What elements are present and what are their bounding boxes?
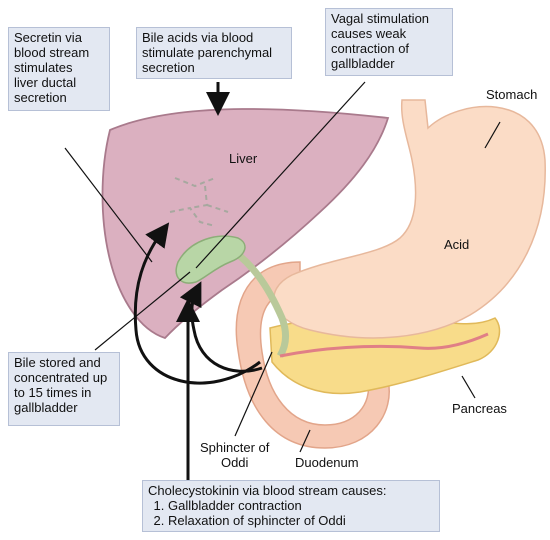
cck-step: Relaxation of sphincter of Oddi: [168, 513, 434, 528]
duodenum-label: Duodenum: [295, 455, 359, 470]
sphincter-label: Sphincter of Oddi: [200, 440, 269, 470]
vagal-callout: Vagal stimulation causes weak contractio…: [325, 8, 453, 76]
acid-label: Acid: [444, 237, 469, 252]
pancreas-label: Pancreas: [452, 401, 507, 416]
cck-step: Gallbladder contraction: [168, 498, 434, 513]
cck-title: Cholecystokinin via blood stream causes:: [148, 483, 434, 498]
bile-acids-callout: Bile acids via blood stimulate parenchym…: [136, 27, 292, 79]
bile-stored-callout: Bile stored and concentrated up to 15 ti…: [8, 352, 120, 426]
cck-steps: Gallbladder contraction Relaxation of sp…: [148, 498, 434, 528]
cck-callout: Cholecystokinin via blood stream causes:…: [142, 480, 440, 532]
stomach-label: Stomach: [486, 87, 537, 102]
secretin-callout: Secretin via blood stream stimulates liv…: [8, 27, 110, 111]
liver-label: Liver: [229, 151, 257, 166]
